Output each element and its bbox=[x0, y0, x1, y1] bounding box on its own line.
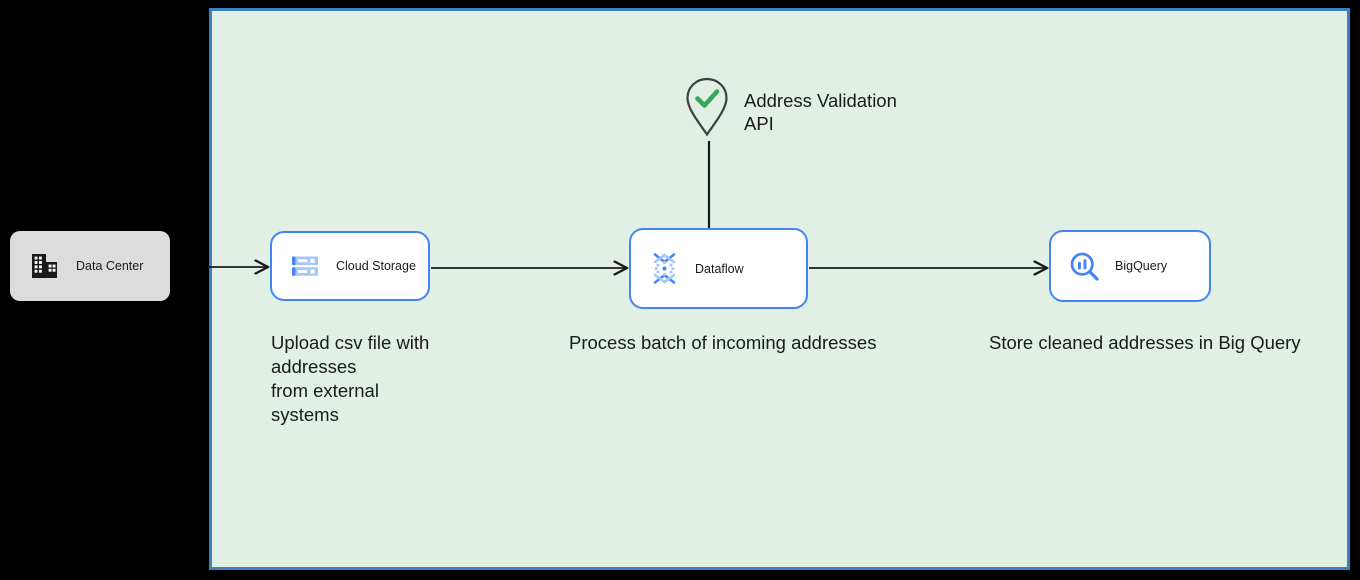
bigquery-magnifier-icon bbox=[1068, 250, 1100, 282]
location-pin-check-icon bbox=[683, 76, 731, 138]
node-cloud-storage[interactable]: Cloud Storage bbox=[270, 231, 430, 301]
node-data-center[interactable]: Data Center bbox=[10, 231, 170, 301]
cloud-storage-icon bbox=[289, 250, 321, 282]
caption-dataflow: Process batch of incoming addresses bbox=[569, 332, 877, 353]
node-bigquery-label: BigQuery bbox=[1115, 259, 1168, 273]
dataflow-icon bbox=[648, 253, 680, 285]
node-dataflow[interactable]: Dataflow bbox=[629, 228, 808, 309]
node-cloud-storage-label: Cloud Storage bbox=[336, 259, 416, 273]
data-center-building-icon bbox=[28, 250, 60, 282]
address-validation-api-label: Address Validation API bbox=[744, 90, 897, 134]
node-data-center-label: Data Center bbox=[76, 259, 144, 273]
caption-cloud-storage: Upload csv file with addresses from exte… bbox=[271, 332, 430, 425]
node-address-validation-api[interactable]: Address Validation API bbox=[683, 76, 897, 138]
node-dataflow-label: Dataflow bbox=[695, 261, 744, 276]
caption-bigquery: Store cleaned addresses in Big Query bbox=[989, 332, 1301, 353]
node-bigquery[interactable]: BigQuery bbox=[1049, 230, 1211, 302]
